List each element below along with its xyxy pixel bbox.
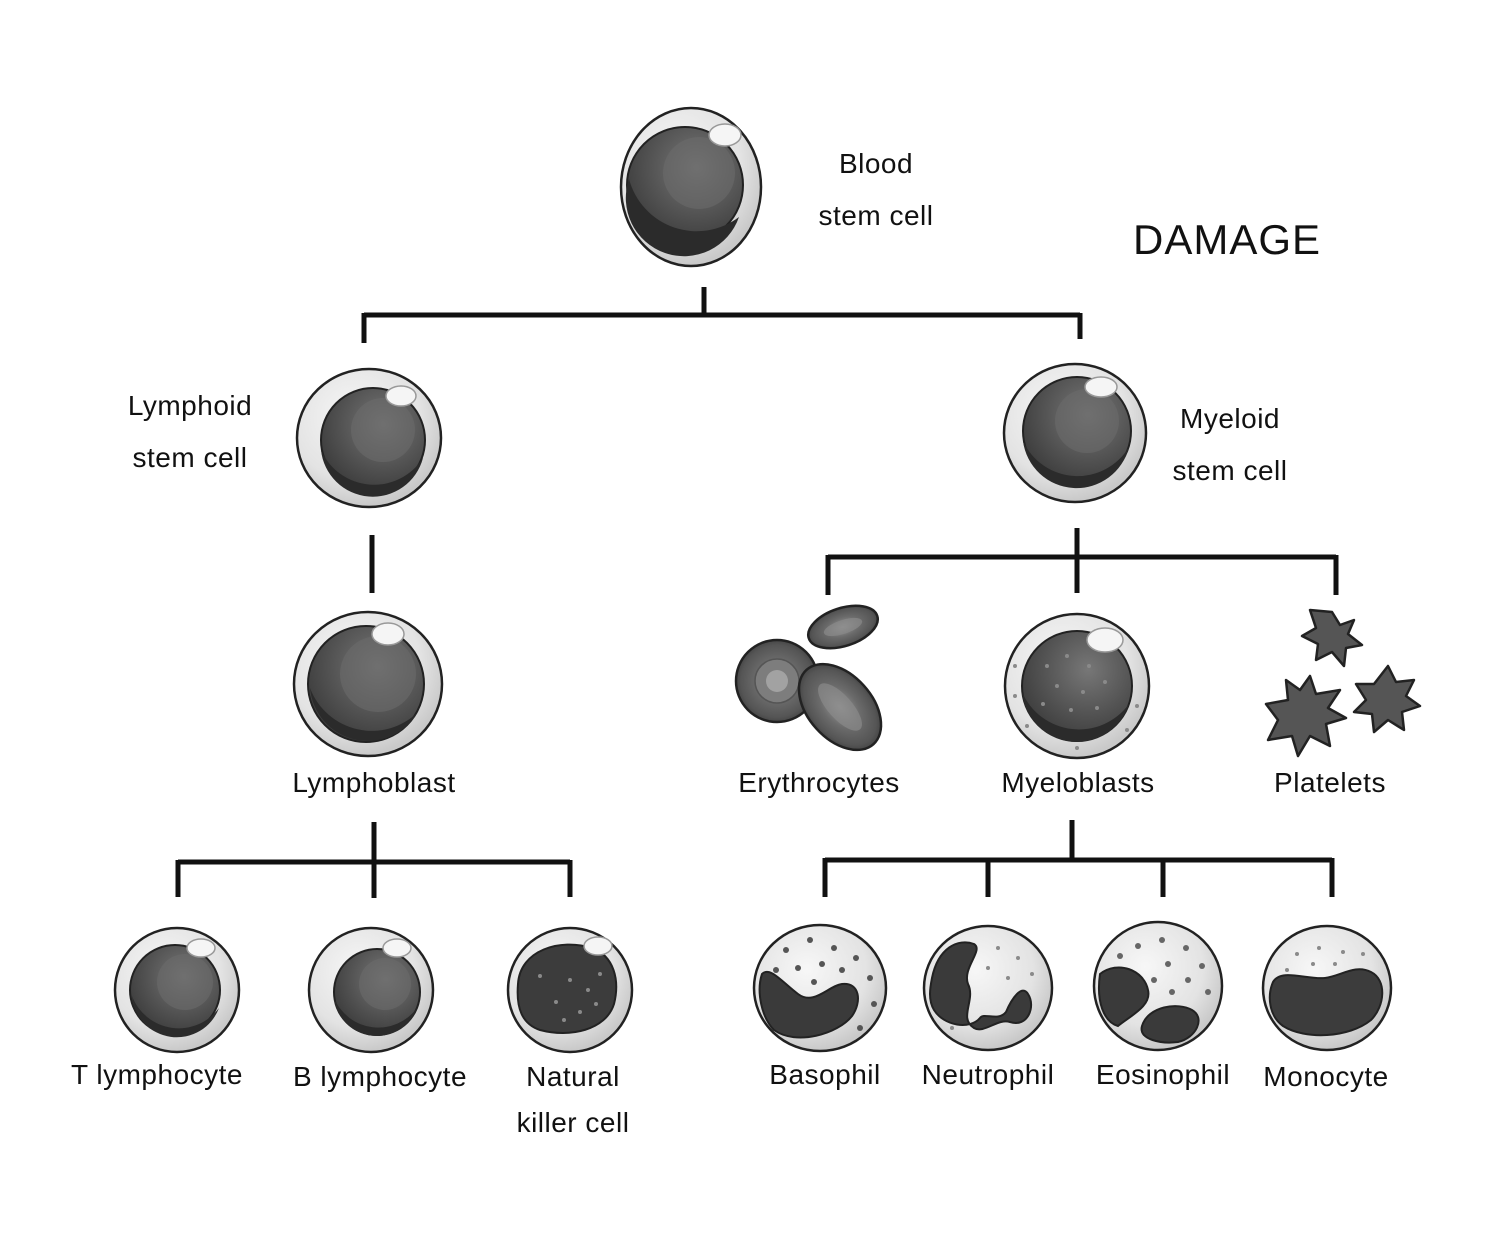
myeloid-stem-cell-illustration	[1002, 362, 1148, 504]
monocyte-illustration	[1261, 924, 1393, 1052]
label-blood-stem-cell: Blood stem cell	[800, 138, 952, 242]
blood-stem-cell-illustration	[619, 106, 763, 268]
neutrophil-illustration	[922, 924, 1054, 1052]
label-erythrocytes: Erythrocytes	[738, 767, 900, 798]
label-myeloid-stem-cell-line2: stem cell	[1172, 455, 1288, 486]
connector-lines	[175, 287, 1339, 898]
b-lymphocyte-illustration	[307, 926, 435, 1054]
label-b-lymphocyte: B lymphocyte	[292, 1061, 468, 1092]
label-platelets: Platelets	[1274, 767, 1386, 798]
basophil-illustration	[752, 923, 888, 1053]
label-lymphoid-stem-cell-line1: Lymphoid	[127, 390, 253, 421]
label-blood-stem-cell-line1: Blood	[838, 148, 914, 179]
label-neutrophil: Neutrophil	[921, 1059, 1055, 1090]
t-lymphocyte-illustration	[113, 926, 241, 1054]
label-t-lymphocyte: T lymphocyte	[71, 1059, 243, 1090]
label-lymphoid-stem-cell-line2: stem cell	[132, 442, 248, 473]
label-lymphoid-stem-cell: Lymphoid stem cell	[110, 380, 270, 484]
lymphoblast-illustration	[292, 610, 444, 758]
label-monocyte: Monocyte	[1263, 1061, 1389, 1092]
label-myeloblasts: Myeloblasts	[1001, 767, 1155, 798]
eosinophil-illustration	[1092, 920, 1224, 1052]
natural-killer-cell-illustration	[506, 926, 634, 1054]
erythrocytes-illustration	[734, 604, 883, 752]
connector-myeloblast-to-children	[822, 820, 1335, 897]
connector-myeloid-to-children	[825, 528, 1339, 595]
platelets-illustration	[1264, 608, 1422, 758]
connector-lymphoblast-to-children	[175, 822, 573, 898]
label-blood-stem-cell-line2: stem cell	[818, 200, 934, 231]
label-natural-killer-cell: Natural killer cell	[497, 1054, 649, 1146]
connector-stem-to-branches	[361, 287, 1083, 343]
diagram-title: DAMAGE	[1133, 216, 1322, 263]
label-myeloid-stem-cell-line1: Myeloid	[1180, 403, 1280, 434]
myeloblast-illustration	[1003, 612, 1151, 760]
label-natural-killer-cell-line1: Natural	[526, 1061, 620, 1092]
label-myeloid-stem-cell: Myeloid stem cell	[1150, 393, 1310, 497]
lymphoid-stem-cell-illustration	[295, 367, 443, 509]
label-eosinophil: Eosinophil	[1095, 1059, 1231, 1090]
label-lymphoblast: Lymphoblast	[292, 767, 456, 798]
label-basophil: Basophil	[769, 1059, 881, 1090]
label-natural-killer-cell-line2: killer cell	[516, 1107, 630, 1138]
